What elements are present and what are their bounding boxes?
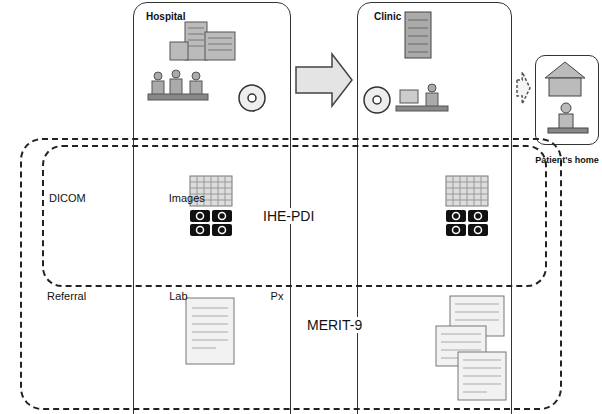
dicom-images-icon	[446, 176, 488, 236]
standard-label: IHE-PDI	[260, 208, 317, 224]
dicom-images-icon	[190, 176, 232, 236]
site-column: Clinic	[357, 2, 512, 414]
dashed-region: DICOM ImagesIHE-PDI	[42, 145, 547, 287]
hospital-building-icon	[170, 22, 235, 60]
row-label: DICOM Images	[49, 192, 205, 205]
text-slot: Hospital	[146, 11, 185, 23]
node-title: Hospital	[146, 11, 185, 23]
house-icon	[545, 62, 588, 133]
text-slot: Referral Lab Px	[47, 290, 283, 303]
node-title: Patient's home	[531, 155, 602, 165]
doctor-icon	[396, 84, 448, 111]
node-title: Clinic	[374, 11, 401, 23]
text-slot: Clinic	[374, 11, 401, 23]
row-label: Referral Lab Px	[47, 290, 283, 303]
cd-icon	[239, 85, 265, 111]
document-icon	[186, 298, 234, 364]
document-icon	[436, 296, 506, 400]
text-slot: MERIT-9	[304, 316, 365, 334]
text-slot: DICOM Images	[49, 192, 205, 205]
block-arrow	[517, 72, 530, 104]
dashed-region: Referral Lab Px MERIT-9 DICOM ImagesIHE-PD…	[20, 138, 562, 410]
standard-label: MERIT-9	[304, 317, 365, 333]
home-outline	[535, 55, 599, 145]
text-slot: IHE-PDI	[260, 207, 317, 225]
home-box: Patient's home	[535, 55, 599, 185]
clinic-building-icon	[405, 12, 431, 58]
text-slot: Patient's home	[531, 155, 602, 165]
staff-icon	[148, 70, 208, 100]
cd-icon	[364, 87, 390, 113]
block-arrow	[296, 54, 352, 106]
